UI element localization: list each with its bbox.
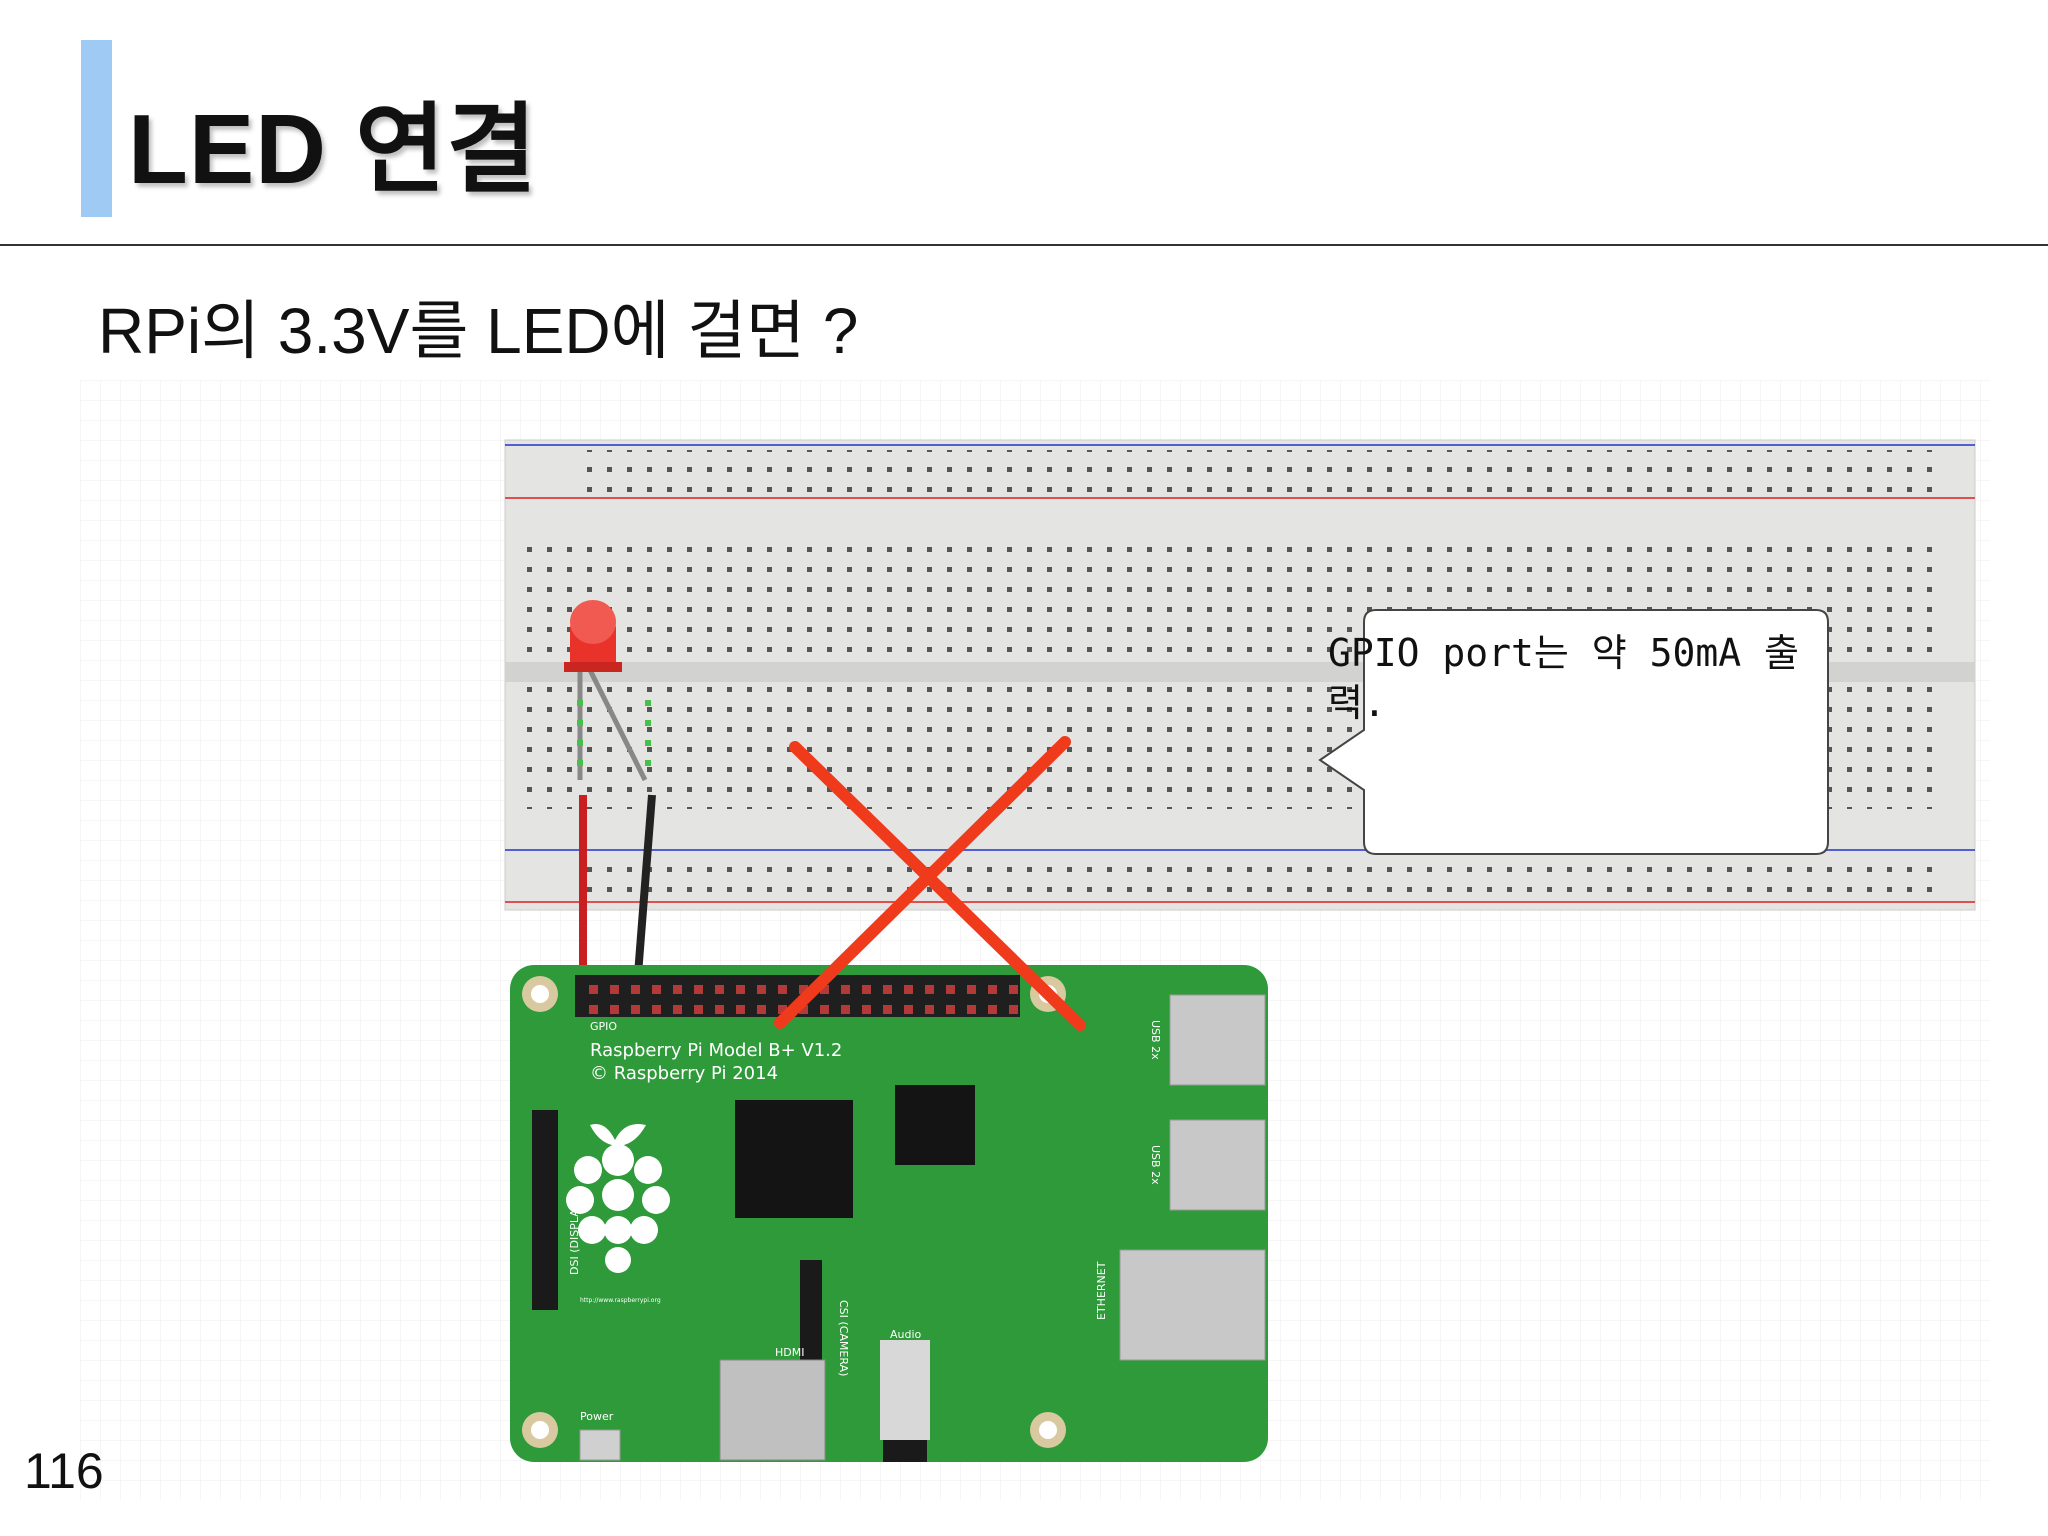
title-accent-bar [81,40,112,217]
cross-mark-icon [774,736,1086,1031]
svg-text:Power: Power [580,1410,614,1423]
slide-subtitle: RPi의 3.3V를 LED에 걸면 ? [98,295,859,367]
svg-text:Audio: Audio [890,1328,922,1341]
svg-text:USB 2x: USB 2x [1149,1145,1162,1185]
svg-text:DSI (DISPLAY): DSI (DISPLAY) [568,1199,581,1275]
svg-text:Raspberry Pi Model B+ V1.2: Raspberry Pi Model B+ V1.2 [590,1040,842,1061]
raspberry-logo-icon [566,1124,670,1273]
speech-bubble [1318,609,1829,855]
page-number: 116 [24,1443,104,1499]
svg-text:ETHERNET: ETHERNET [1095,1261,1108,1320]
title-divider [0,244,2048,246]
svg-text:USB 2x: USB 2x [1149,1020,1162,1060]
svg-text:HDMI: HDMI [775,1346,804,1359]
svg-text:GPIO: GPIO [590,1020,617,1033]
callout-text: GPIO port는 약 50mA 출력. [1328,631,1799,725]
slide-title: LED 연결 [128,94,538,204]
svg-text:http://www.raspberrypi.org: http://www.raspberrypi.org [580,1297,661,1304]
raspberry-pi-board: GPIO Raspberry Pi Model B+ V1.2 © Raspbe… [510,965,1268,1462]
circuit-diagram: GPIO Raspberry Pi Model B+ V1.2 © Raspbe… [80,380,1990,1500]
svg-text:CSI (CAMERA): CSI (CAMERA) [837,1300,850,1376]
svg-text:© Raspberry Pi 2014: © Raspberry Pi 2014 [590,1063,778,1084]
